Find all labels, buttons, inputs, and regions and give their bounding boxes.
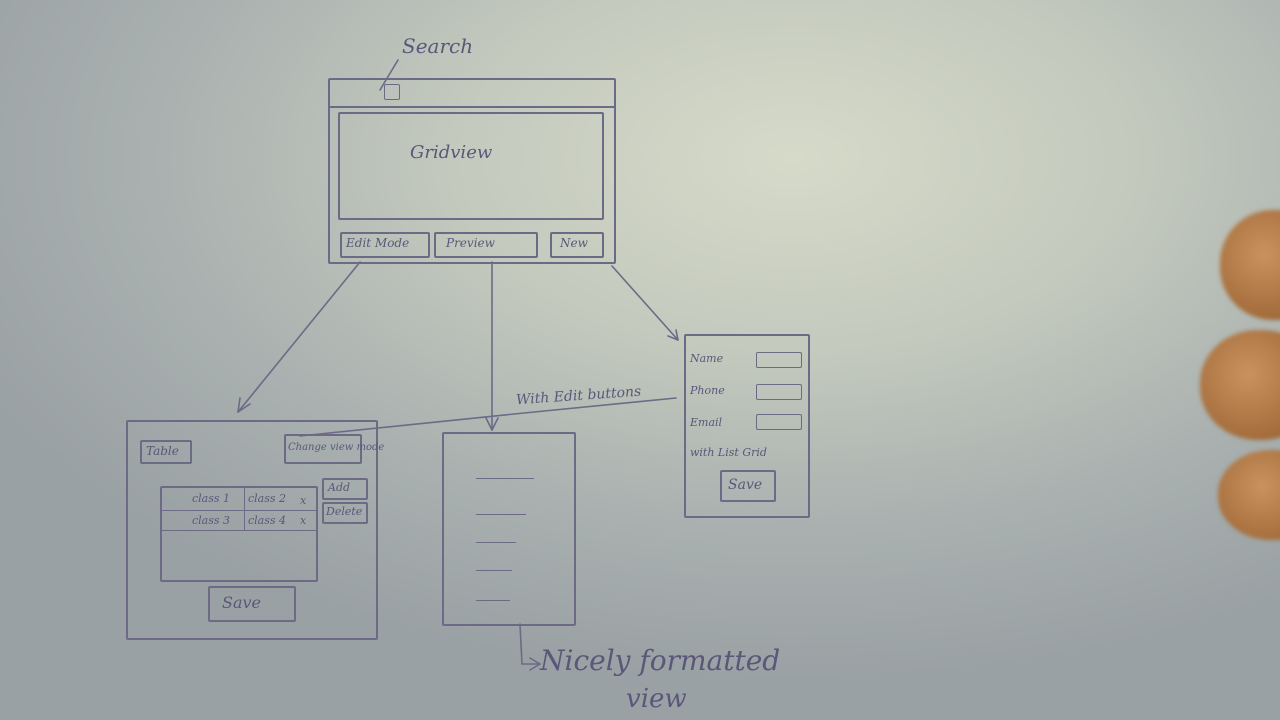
delete-button[interactable]: Delete (322, 502, 368, 524)
phone-label: Phone (690, 384, 725, 397)
search-icon[interactable] (384, 84, 400, 100)
email-label: Email (690, 416, 723, 429)
search-pointer-line (379, 59, 399, 91)
email-field[interactable] (756, 414, 802, 430)
preview-screen-sketch (442, 432, 576, 626)
delete-row-icon[interactable]: x (300, 514, 307, 527)
edit-to-preview-link (299, 397, 677, 437)
grid-cell[interactable]: class 2 (248, 492, 287, 505)
list-grid-label: with List Grid (690, 446, 767, 459)
form-save-button[interactable]: Save (720, 470, 776, 502)
grid-cell[interactable]: class 3 (192, 514, 231, 527)
main-screen-header (330, 80, 614, 108)
text-line (476, 570, 512, 571)
new-button[interactable]: New (550, 232, 604, 258)
name-label: Name (690, 352, 724, 365)
main-screen-sketch: Gridview Edit Mode Preview New (328, 78, 616, 264)
delete-row-icon[interactable]: x (300, 494, 307, 507)
edit-grid: class 1 class 2 x class 3 class 4 x (160, 486, 318, 582)
arrow-to-form-screen (611, 265, 679, 341)
grid-view-label: Gridview (410, 142, 493, 163)
phone-field[interactable] (756, 384, 802, 400)
form-screen-sketch: Name Phone Email with List Grid Save (684, 334, 810, 518)
edit-screen-sketch: Table Change view mode class 1 class 2 x… (126, 420, 384, 640)
preview-button[interactable]: Preview (434, 232, 538, 258)
arrow-to-edit-screen (237, 261, 361, 413)
nicely-formatted-annotation: Nicely formatted (540, 644, 781, 677)
change-view-mode-button[interactable]: Change view mode (284, 434, 384, 464)
table-label-box: Table (140, 440, 192, 464)
text-line (476, 478, 534, 479)
edit-mode-button[interactable]: Edit Mode (340, 232, 430, 258)
view-annotation: view (626, 684, 687, 714)
grid-cell[interactable]: class 4 (248, 514, 287, 527)
add-button[interactable]: Add (322, 478, 368, 500)
arrow-to-nicely-formatted (519, 623, 541, 665)
edit-save-button[interactable]: Save (208, 586, 296, 622)
name-field[interactable] (756, 352, 802, 368)
fingers (1180, 200, 1280, 560)
text-line (476, 514, 526, 515)
text-line (476, 542, 516, 543)
text-line (476, 600, 510, 601)
search-annotation: Search (402, 34, 474, 58)
grid-cell[interactable]: class 1 (192, 492, 231, 505)
grid-view-panel: Gridview (338, 112, 604, 220)
